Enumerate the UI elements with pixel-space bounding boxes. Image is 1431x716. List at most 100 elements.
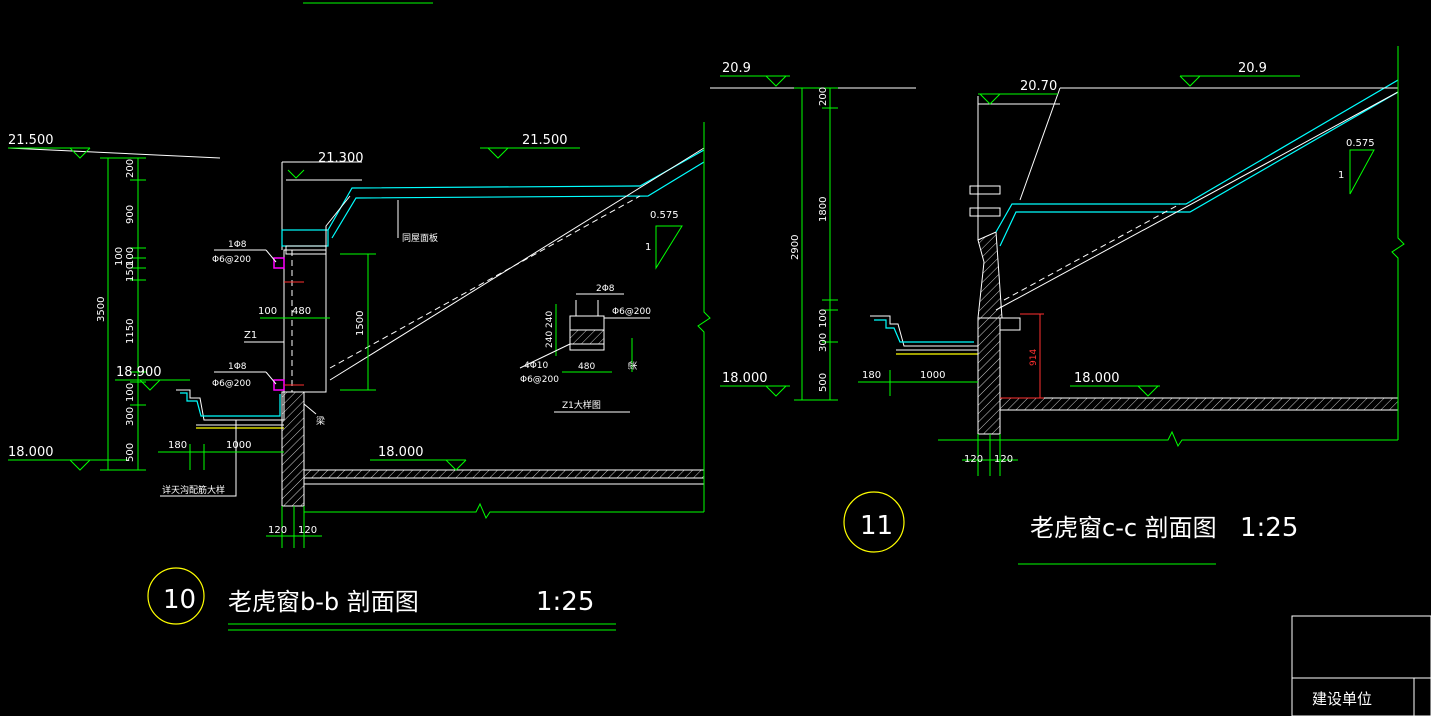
dim-100-c: 100 <box>125 383 136 402</box>
column-z1 <box>283 249 327 393</box>
title-block: 建设单位 <box>1291 615 1431 716</box>
dim-120-a-11: 120 <box>964 454 983 465</box>
dim-100-11: 100 <box>818 309 829 328</box>
dim-300: 300 <box>125 407 136 426</box>
leader-gutter-note <box>160 420 237 497</box>
floor-slab-hatched-11 <box>999 397 1399 411</box>
dim-100: 100 <box>258 306 277 317</box>
z1-bars-top: 2Φ8 <box>596 284 615 294</box>
floor-slab-hatched <box>303 469 705 479</box>
slope-triangle <box>655 225 683 270</box>
z1-dim-480: 480 <box>578 362 595 372</box>
title-block-client-label: 建设单位 <box>1312 690 1372 708</box>
level-line-left-top <box>7 147 221 159</box>
dim-100-b: 100 <box>114 247 125 266</box>
dim-480: 480 <box>292 306 311 317</box>
level-triangle-right-top <box>487 147 509 159</box>
rebar-top-stirrup: Φ6@200 <box>212 255 251 265</box>
dim-ticks-vertical <box>100 157 146 471</box>
z1-dim-240-a: 240 <box>545 311 555 328</box>
eave-diag-11 <box>1019 87 1061 201</box>
rebar-bottom-stirrup: Φ6@200 <box>212 379 251 389</box>
rebar-bottom-bars: 1Φ8 <box>228 362 247 372</box>
level-left-top-209: 20.9 <box>722 61 751 76</box>
level-triangle-sill <box>139 379 161 391</box>
dim-200: 200 <box>125 159 136 178</box>
section-10-number: 10 <box>163 585 196 615</box>
rebar-top-marker <box>273 257 285 269</box>
dim-1500: 1500 <box>355 311 366 336</box>
level-triangle-left-bottom <box>69 459 91 471</box>
dim-120-b: 120 <box>298 525 317 536</box>
dim-1800: 1800 <box>818 197 829 222</box>
break-line-right <box>697 122 711 512</box>
roof-slab-bottom-line <box>331 161 705 239</box>
dim-180: 180 <box>168 440 187 451</box>
z1-dim-240-b: 240 <box>545 331 555 348</box>
dim-100-a: 100 <box>125 247 136 266</box>
dim-180-11: 180 <box>862 370 881 381</box>
dim-300-11: 300 <box>818 333 829 352</box>
wall-upper-hatched-11 <box>977 231 1003 319</box>
break-line-bottom-11 <box>938 430 1398 448</box>
level-eave-21300: 21.300 <box>318 151 364 166</box>
title-block-frame <box>1291 615 1431 716</box>
wall-lower-hatched-11 <box>977 317 1001 435</box>
level-sill-18900: 18.900 <box>116 365 162 380</box>
level-triangle-floor <box>445 459 467 471</box>
dim-1000-11: 1000 <box>920 370 945 381</box>
slope-one-11: 1 <box>1338 170 1344 181</box>
level-triangle-eave <box>287 169 305 179</box>
level-right-top-21500: 21.500 <box>522 133 568 148</box>
level-right-top-209: 20.9 <box>1238 61 1267 76</box>
roof-underside-11 <box>995 91 1399 311</box>
level-left-bottom-18000: 18.000 <box>8 445 54 460</box>
leader-rebar-bottom-diag <box>265 371 277 385</box>
label-z1: Z1 <box>244 330 257 341</box>
roof-slab-bottom-11 <box>999 91 1399 247</box>
z1-detail-title: Z1大样图 <box>562 399 601 411</box>
z1-detail-hatch <box>569 329 605 345</box>
frame-block-2 <box>969 207 1001 217</box>
dim-120-b-11: 120 <box>994 454 1013 465</box>
dim-150: 150 <box>125 263 136 282</box>
level-triangle-left-top <box>69 147 91 159</box>
level-triangle-left-bottom-11 <box>765 385 787 397</box>
gutter-profile-inner-11 <box>874 319 974 343</box>
note-gutter: 详天沟配筋大样 <box>162 484 225 496</box>
dim-500-11: 500 <box>818 373 829 392</box>
rebar-top-bars: 1Φ8 <box>228 240 247 250</box>
level-triangle-eave-11 <box>979 93 1001 105</box>
level-floor-18000-11: 18.000 <box>1074 371 1120 386</box>
note-roof-panel: 同屋面板 <box>402 232 438 244</box>
section-10-drawing: 21.500 18.000 3500 200 900 100 100 150 1… <box>7 122 711 631</box>
slope-triangle-11 <box>1349 149 1375 195</box>
section-11-drawing: 20.9 18.000 2900 200 1800 100 300 500 <box>710 46 1405 565</box>
rebar-bottom-marker <box>273 379 285 391</box>
dim-500: 500 <box>125 443 136 462</box>
z1-beam: 梁 <box>627 361 639 370</box>
break-line-bottom <box>304 502 704 520</box>
slope-one: 1 <box>645 242 651 253</box>
leader-beam <box>303 403 317 415</box>
level-triangle-floor-11 <box>1137 385 1159 397</box>
section-10-title: 老虎窗b-b 剖面图 <box>228 588 419 616</box>
z1-bars-bottom: 4Φ10 <box>524 361 549 371</box>
level-eave-2070: 20.70 <box>1020 79 1057 94</box>
roof-slab-top-11 <box>995 79 1399 233</box>
level-triangle-right-top-11 <box>1179 75 1201 87</box>
eave-inner-profile <box>325 195 351 250</box>
gutter-profile-inner <box>180 392 281 417</box>
dim-900: 900 <box>125 205 136 224</box>
z1-stirrup: Φ6@200 <box>612 307 651 317</box>
dim-200-11: 200 <box>818 87 829 106</box>
level-left-top-21500: 21.500 <box>8 133 54 148</box>
note-beam: 梁 <box>316 415 325 427</box>
section-10-number-circle <box>147 567 205 625</box>
z1-stirrup-bottom: Φ6@200 <box>520 375 559 385</box>
beam-stub-11 <box>999 317 1021 331</box>
section-11-number-circle <box>843 491 905 553</box>
dim-914: 914 <box>1029 349 1039 366</box>
z1-detail: 2Φ8 Φ6@200 240 240 480 4Φ10 Φ6@200 梁 Z1大… <box>519 284 651 413</box>
